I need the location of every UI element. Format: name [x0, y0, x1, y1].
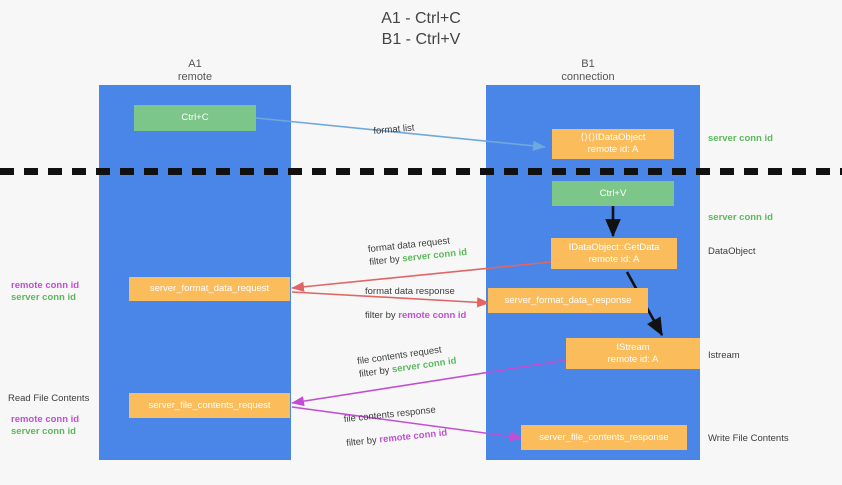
box-ctrl-c[interactable]: Ctrl+C — [134, 105, 256, 131]
edge-label-format-data-response-text: format data response — [365, 286, 455, 297]
right-label-data-object: DataObject — [708, 246, 756, 257]
column-header-b1: B1 connection — [561, 58, 615, 83]
box-server-file-contents-request[interactable]: server_file_contents_request — [129, 393, 290, 418]
filter-prefix: filter by — [368, 253, 403, 269]
left-label-remote-conn-id-1: remote conn id — [11, 280, 80, 291]
edge-label-file-contents-response-filter: filter by remote conn id — [346, 426, 448, 450]
page-title: A1 - Ctrl+C B1 - Ctrl+V — [381, 10, 461, 48]
edge-label-format-data-response-filter: filter by remote conn id — [365, 309, 466, 322]
right-label-server-conn-id-mid: server conn id — [708, 212, 773, 223]
edge-label-file-contents-response: file contents response filter by remote … — [343, 403, 448, 450]
column-header-a1: A1 remote — [177, 58, 213, 83]
edge-label-format-list: format list — [372, 122, 415, 138]
right-label-istream: Istream — [708, 350, 740, 361]
left-label-server-conn-id-1: server conn id — [11, 292, 76, 303]
filter-prefix: filter by — [358, 364, 393, 381]
filter-prefix: filter by — [365, 310, 399, 321]
filter-prefix: filter by — [345, 434, 380, 450]
left-label-remote-conn-id-2: remote conn id — [11, 414, 80, 425]
edge-label-file-contents-response-text: file contents response — [343, 404, 437, 426]
box-server-format-data-response[interactable]: server_format_data_response — [488, 288, 648, 313]
box-idataobject-set[interactable]: ⟨⟩⟨⟩IDataObject remote id: A — [552, 129, 674, 159]
box-idataobject-getdata[interactable]: IDataObject::GetData remote id: A — [551, 238, 677, 269]
horizontal-dashed-divider — [0, 168, 842, 175]
box-istream[interactable]: IStream remote id: A — [566, 338, 700, 369]
right-label-write-file-contents: Write File Contents — [708, 433, 789, 444]
box-server-file-contents-response[interactable]: server_file_contents_response — [521, 425, 687, 450]
left-label-server-conn-id-2: server conn id — [11, 426, 76, 437]
edge-label-file-contents-request: file contents request filter by server c… — [356, 342, 458, 381]
edge-label-format-data-request: format data request filter by server con… — [367, 233, 467, 269]
left-label-read-file-contents: Read File Contents — [8, 393, 90, 404]
box-ctrl-v[interactable]: Ctrl+V — [552, 181, 674, 206]
filter-key-remote-conn-id: remote conn id — [378, 427, 448, 446]
right-label-server-conn-id-top: server conn id — [708, 133, 773, 144]
edge-label-format-data-response: format data response filter by remote co… — [365, 285, 466, 322]
filter-key-remote-conn-id: remote conn id — [398, 310, 467, 321]
box-server-format-data-request[interactable]: server_format_data_request — [129, 277, 290, 301]
